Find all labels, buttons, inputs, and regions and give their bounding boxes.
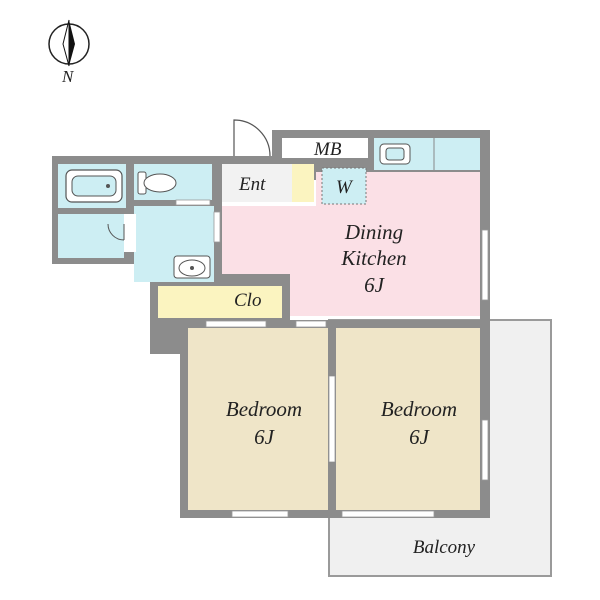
wet-area xyxy=(58,164,214,282)
entrance-floor xyxy=(222,164,292,202)
bedroom-left-label-line2: 6J xyxy=(254,425,276,449)
shoe-storage xyxy=(292,164,314,202)
closet xyxy=(158,286,282,318)
toilet-icon xyxy=(137,171,177,195)
meter-box xyxy=(282,138,368,158)
dining-kitchen-label-line1: Dining xyxy=(344,220,403,244)
dining-kitchen-label-line3: 6J xyxy=(364,273,386,297)
compass: N xyxy=(48,19,90,86)
washbasin-icon xyxy=(173,255,211,279)
dining-kitchen-room xyxy=(222,172,480,316)
meter-box-label: MB xyxy=(313,139,342,160)
washing-machine-space xyxy=(321,167,367,205)
bedroom-right-label-line2: 6J xyxy=(409,425,431,449)
bedroom-right-label-line1: Bedroom xyxy=(381,397,457,421)
front-door-swing xyxy=(233,119,271,157)
kitchen-counter xyxy=(374,138,480,170)
compass-needle-dark xyxy=(69,20,75,66)
balcony-label: Balcony xyxy=(413,537,476,558)
closet-label: Clo xyxy=(234,290,261,311)
compass-needle-light xyxy=(62,19,70,67)
entrance-area: Ent xyxy=(222,119,314,202)
bedroom-divider-wall xyxy=(328,328,336,376)
bedroom-left-label-line1: Bedroom xyxy=(226,397,302,421)
bedroom-divider-wall-lower xyxy=(328,462,336,510)
washroom-door-swing xyxy=(107,223,125,241)
bedroom-left xyxy=(188,328,328,510)
washing-machine-label: W xyxy=(336,177,354,198)
bedroom-right xyxy=(336,328,480,510)
dining-kitchen-label-line2: Kitchen xyxy=(340,246,406,270)
entrance-label: Ent xyxy=(238,174,266,195)
entry-hall xyxy=(124,214,136,252)
compass-north-label: N xyxy=(61,67,75,86)
